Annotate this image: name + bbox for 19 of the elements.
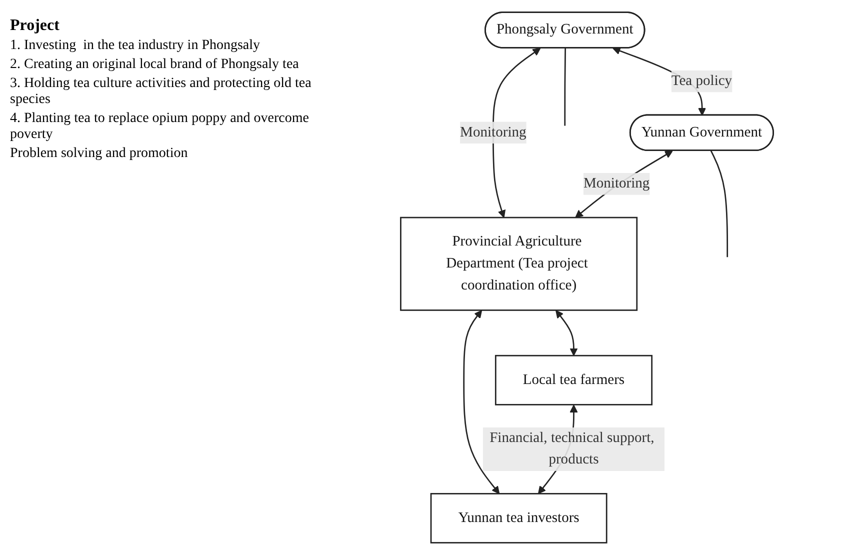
node-box: Yunnan tea investors: [430, 493, 608, 544]
edge-label: Monitoring: [583, 176, 650, 192]
connector: [710, 150, 728, 258]
edge-label: Financial, technical support, products: [490, 430, 654, 468]
node-box: Local tea farmers: [494, 354, 653, 406]
edge-label: Tea policy: [671, 73, 732, 89]
connector: [564, 48, 566, 126]
arrow: [556, 310, 578, 356]
node-box: Provincial Agriculture Department (Tea project coordination office): [400, 216, 638, 311]
note-text: 3. Holding tea culture activities and protecting old tea species: [10, 76, 312, 108]
note-text: 2. Creating an original local brand of Phongsaly tea: [10, 57, 300, 73]
edge-label: Monitoring: [460, 124, 526, 140]
note-text: 1. Investing in the tea industry in Phongsaly: [10, 38, 262, 54]
arrow: [463, 310, 500, 494]
note-text: 4. Planting tea to replace opium poppy and overcome poverty: [10, 111, 310, 143]
section-heading: Project: [10, 17, 60, 35]
arrow: [575, 150, 673, 218]
note-text: Problem solving and promotion: [10, 146, 189, 162]
arrow: [492, 48, 541, 218]
